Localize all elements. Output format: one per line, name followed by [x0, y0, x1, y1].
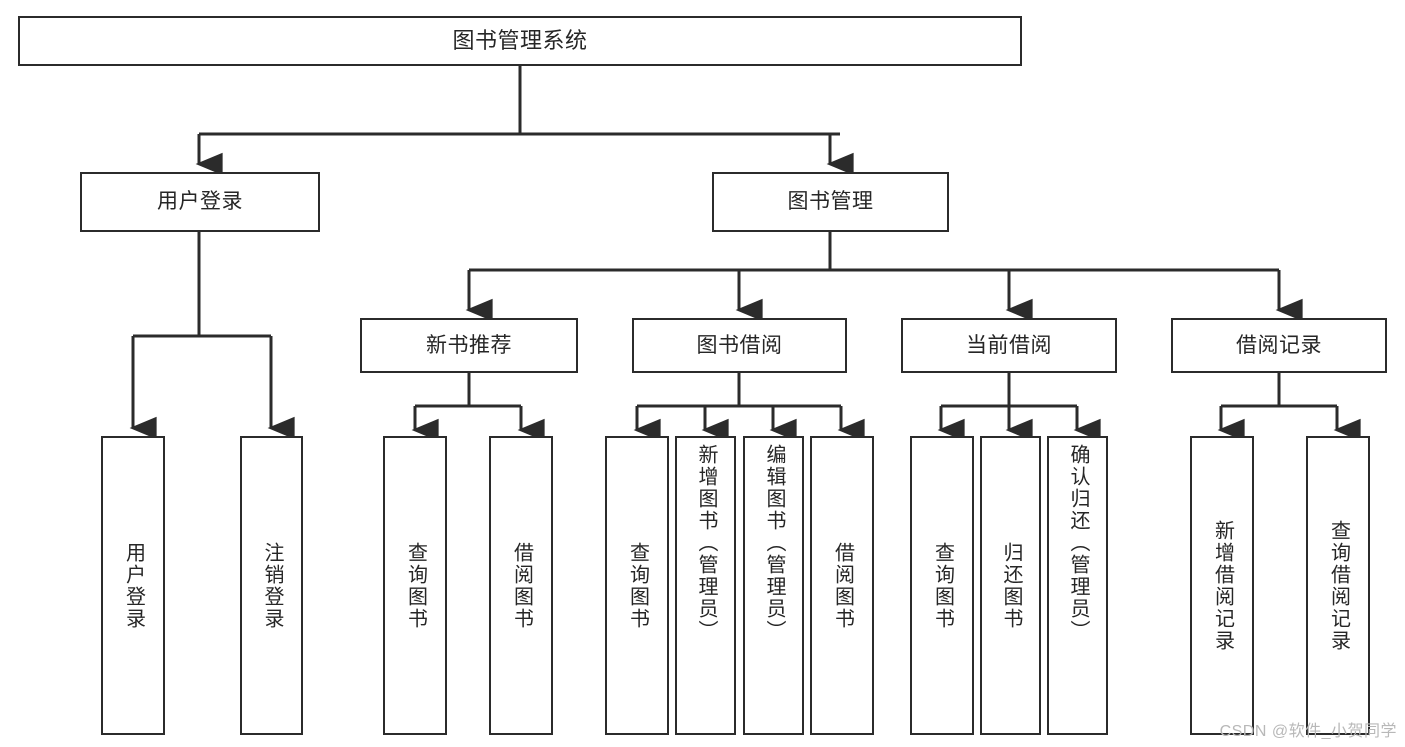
leaf-query-borrow-record[interactable]: 查询借阅记录	[1306, 436, 1370, 735]
leaf-query-book-borrow[interactable]: 查询图书	[605, 436, 669, 735]
node-new-book-recommend[interactable]: 新书推荐	[360, 318, 578, 373]
node-label: 查询图书	[626, 541, 649, 630]
leaf-query-book-recommend[interactable]: 查询图书	[383, 436, 447, 735]
node-label: 确认归还（管理员）	[1067, 444, 1089, 642]
node-label: 归还图书	[1000, 541, 1022, 630]
leaf-add-book-admin[interactable]: 新增图书（管理员）	[675, 436, 736, 735]
node-label: 图书管理	[787, 190, 874, 214]
node-borrow-record[interactable]: 借阅记录	[1171, 318, 1387, 373]
node-label: 注销登录	[261, 541, 283, 630]
leaf-confirm-return-admin[interactable]: 确认归还（管理员）	[1047, 436, 1108, 735]
leaf-borrow-book[interactable]: 借阅图书	[810, 436, 874, 735]
node-label: 借阅图书	[831, 541, 854, 630]
node-label: 新书推荐	[426, 333, 512, 357]
leaf-user-login[interactable]: 用户登录	[101, 436, 165, 735]
leaf-query-book-current[interactable]: 查询图书	[910, 436, 974, 735]
node-label: 编辑图书（管理员）	[763, 444, 785, 642]
leaf-return-book[interactable]: 归还图书	[980, 436, 1041, 735]
node-current-borrow[interactable]: 当前借阅	[901, 318, 1117, 373]
node-label: 图书管理系统	[452, 28, 588, 54]
leaf-logout-login[interactable]: 注销登录	[240, 436, 303, 735]
leaf-add-borrow-record[interactable]: 新增借阅记录	[1190, 436, 1254, 735]
node-book-management[interactable]: 图书管理	[712, 172, 949, 232]
node-user-login[interactable]: 用户登录	[80, 172, 320, 232]
node-label: 查询借阅记录	[1327, 519, 1350, 652]
node-label: 图书借阅	[696, 333, 783, 357]
node-label: 查询图书	[404, 541, 427, 630]
node-label: 新增图书（管理员）	[695, 444, 717, 642]
node-book-borrow[interactable]: 图书借阅	[632, 318, 847, 373]
node-root-system[interactable]: 图书管理系统	[18, 16, 1022, 66]
watermark-text: CSDN @软件_小贺同学	[1219, 723, 1397, 740]
leaf-borrow-book-recommend[interactable]: 借阅图书	[489, 436, 553, 735]
node-label: 借阅图书	[510, 541, 533, 630]
node-label: 当前借阅	[966, 333, 1052, 357]
node-label: 用户登录	[157, 190, 243, 214]
node-label: 查询图书	[931, 541, 954, 630]
node-label: 用户登录	[122, 541, 145, 630]
node-label: 借阅记录	[1236, 333, 1322, 357]
leaf-edit-book-admin[interactable]: 编辑图书（管理员）	[743, 436, 804, 735]
node-label: 新增借阅记录	[1211, 519, 1234, 652]
